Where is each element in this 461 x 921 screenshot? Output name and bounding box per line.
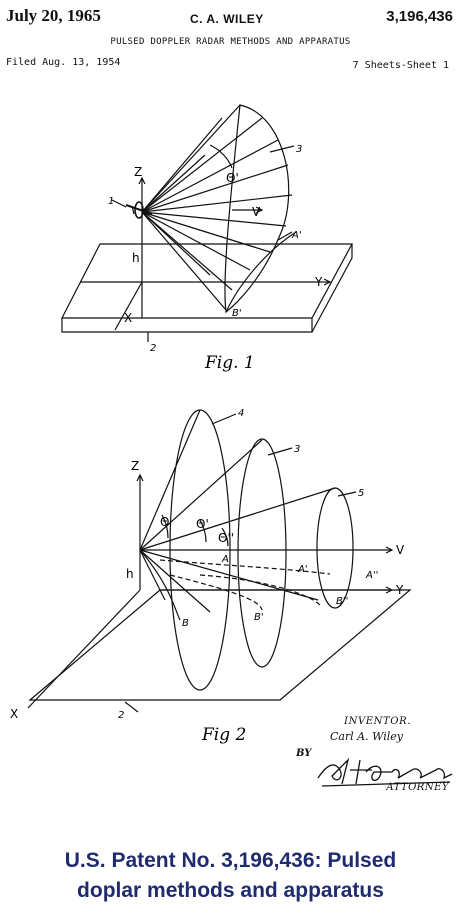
fig1-label-3: 3: [296, 144, 302, 155]
fig1-label-h: h: [132, 251, 140, 265]
fig1-caption: Fig. 1: [204, 353, 255, 373]
fig2-theta2-arc: [221, 527, 229, 547]
fig2-cone4-top: [139, 409, 201, 551]
caption-line-2: doplar methods and apparatus: [77, 879, 384, 902]
fig1-label-y: Y: [314, 275, 323, 289]
fig2-label-4: 4: [238, 408, 244, 419]
patent-drawing: Z Y X V h Θ' A' B' 1 2 3 Fig. 1 Z Y X V …: [10, 104, 453, 787]
fig2-label-y: Y: [395, 583, 404, 597]
fig2-label-x: X: [10, 707, 18, 721]
fig2-cone3-top: [139, 439, 263, 551]
fig1-label-1: 1: [108, 196, 114, 207]
fig2-label-5: 5: [358, 488, 364, 499]
fig1-ground-intersection: [225, 231, 297, 313]
fig1-theta-arc: [209, 144, 233, 169]
fig2-caption: Fig 2: [201, 725, 246, 745]
fig2-ground-plane: [28, 589, 412, 701]
inventor-name: Carl A. Wiley: [329, 730, 403, 743]
fig2-label-a2: A'': [365, 570, 378, 581]
fig1-label-b: B': [232, 308, 242, 319]
fig1-label-x: X: [124, 311, 132, 325]
fig2-curve-a: [139, 549, 181, 621]
fig2-label-theta: Θ: [160, 515, 169, 529]
patent-number: 3,196,436: [386, 8, 453, 25]
caption-line-1: U.S. Patent No. 3,196,436: Pulsed: [64, 849, 397, 872]
fig1-cone-rim: [224, 104, 290, 314]
fig2-cone4-rim: [169, 409, 231, 691]
figure-2: [27, 409, 412, 713]
patent-date: July 20, 1965: [6, 6, 101, 25]
fig2-label-v: V: [396, 543, 405, 557]
fig2-label-3: 3: [294, 444, 300, 455]
fig2-x-axis: [27, 589, 141, 709]
fig2-theta1-arc: [199, 519, 207, 543]
fig2-label-theta1: Θ': [196, 517, 209, 531]
fig1-ground-edge: [61, 318, 313, 333]
fig2-label-2: 2: [118, 710, 124, 721]
fig1-x-axis: [114, 281, 143, 331]
attorney-signature-icon: [317, 757, 453, 787]
inventor-label: INVENTOR.: [344, 716, 411, 727]
fig1-label-2: 2: [150, 343, 156, 354]
fig2-theta-arc: [161, 514, 169, 539]
aircraft-icon: [125, 201, 153, 219]
fig2-label-a1: A': [297, 564, 308, 575]
fig2-curve-a1: [169, 574, 263, 611]
by-label: BY: [296, 748, 312, 759]
fig2-label-h: h: [126, 567, 134, 581]
fig2-label-b2: B'': [336, 596, 348, 607]
fig2-label-theta2: Θ'': [218, 531, 234, 545]
fig2-label-b1: B': [254, 612, 264, 623]
fig1-label-a: A': [291, 230, 302, 241]
figure-1: [61, 104, 354, 342]
patent-title: PULSED DOPPLER RADAR METHODS AND APPARAT…: [110, 37, 351, 47]
fig1-cone-rays: [141, 104, 293, 311]
fig2-label-b: B: [182, 618, 189, 629]
fig2-label-z: Z: [131, 459, 139, 473]
inventor-header: C. A. WILEY: [190, 12, 264, 26]
fig1-ground-edge-right: [311, 257, 353, 333]
fig2-cone5-top: [139, 487, 336, 551]
fig1-label-z: Z: [134, 165, 142, 179]
sheet-count: 7 Sheets-Sheet 1: [352, 60, 449, 71]
fig2-cone3-rim: [237, 438, 287, 668]
fig1-label-theta: Θ': [226, 171, 239, 185]
fig2-label-a: A: [221, 554, 229, 565]
attorney-label: ATTORNEY: [386, 782, 449, 793]
fig1-label-v: V: [252, 205, 261, 219]
filed-date: Filed Aug. 13, 1954: [6, 57, 121, 68]
page-caption: U.S. Patent No. 3,196,436: Pulsed doplar…: [0, 846, 461, 906]
fig2-curve-a2: [199, 574, 321, 606]
fig1-ground-plane: [61, 243, 354, 319]
fig2-cone5-rim: [316, 487, 354, 609]
